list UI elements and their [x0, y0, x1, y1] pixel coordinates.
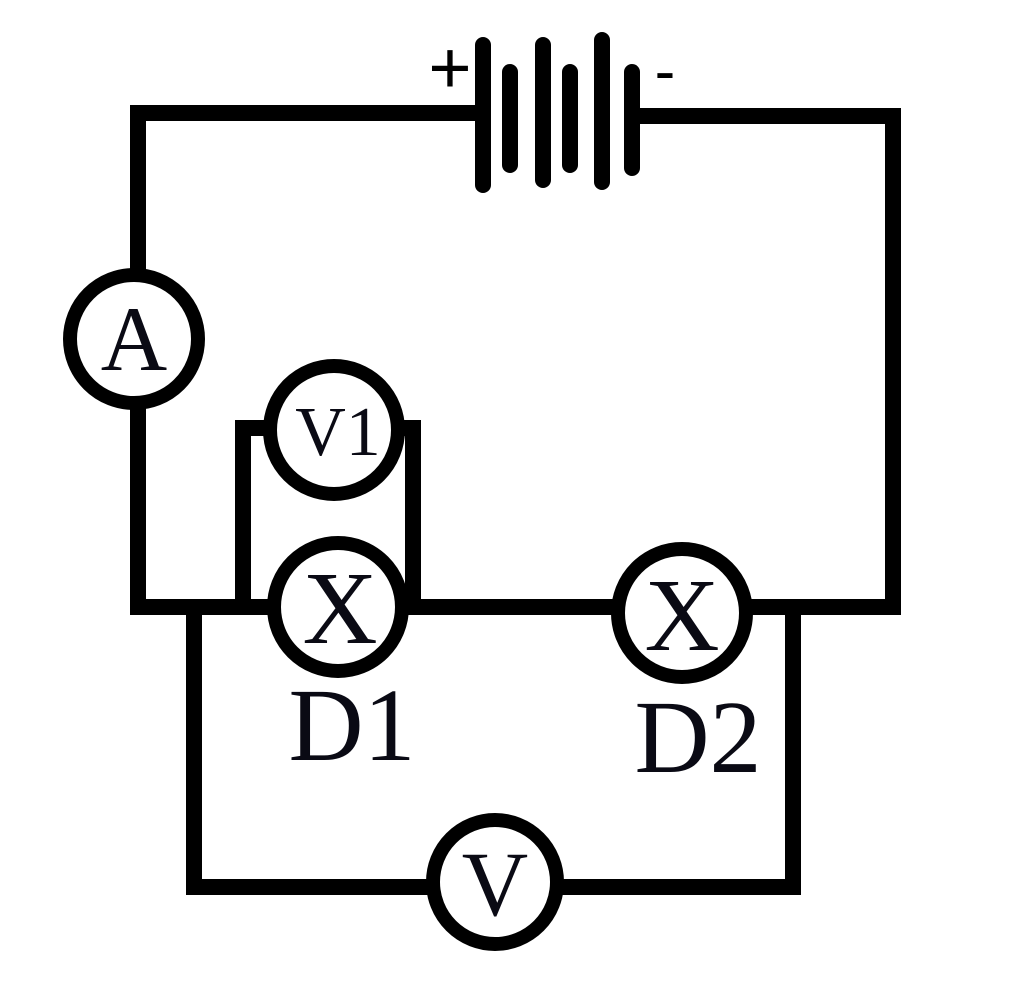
- voltmeter-v-ring: [426, 813, 564, 951]
- battery: + -: [428, 26, 676, 193]
- voltmeter-v: V: [426, 813, 564, 951]
- lamp-d2-label: D2: [634, 680, 761, 795]
- lamp-d2-symbol: X: [644, 558, 719, 673]
- circuit-wires: [130, 105, 901, 895]
- battery-positive-label: +: [428, 26, 471, 109]
- voltmeter-v1-ring: [263, 359, 405, 501]
- voltmeter-v1-label: V1: [295, 394, 381, 471]
- lamp-d1-label: D1: [288, 668, 415, 783]
- wire-battery-negative-to-right: [632, 108, 901, 615]
- ammeter-ring: [63, 268, 205, 410]
- wire-voltmeter-v-branch: [186, 604, 801, 895]
- voltmeter-v1: V1: [263, 359, 405, 501]
- lamp-d2: X D2: [611, 542, 762, 795]
- lamp-d1-ring: [267, 536, 409, 678]
- ammeter-label: A: [101, 288, 167, 390]
- lamp-d1: X D1: [267, 536, 416, 783]
- wire-battery-positive-to-ammeter: [130, 105, 490, 278]
- ammeter: A: [63, 268, 205, 410]
- wire-ammeter-to-bottom-node: [130, 400, 278, 615]
- lamp-d1-symbol: X: [302, 551, 377, 666]
- voltmeter-v-label: V: [462, 833, 528, 935]
- lamp-d2-ring: [611, 542, 753, 684]
- battery-negative-label: -: [655, 37, 676, 106]
